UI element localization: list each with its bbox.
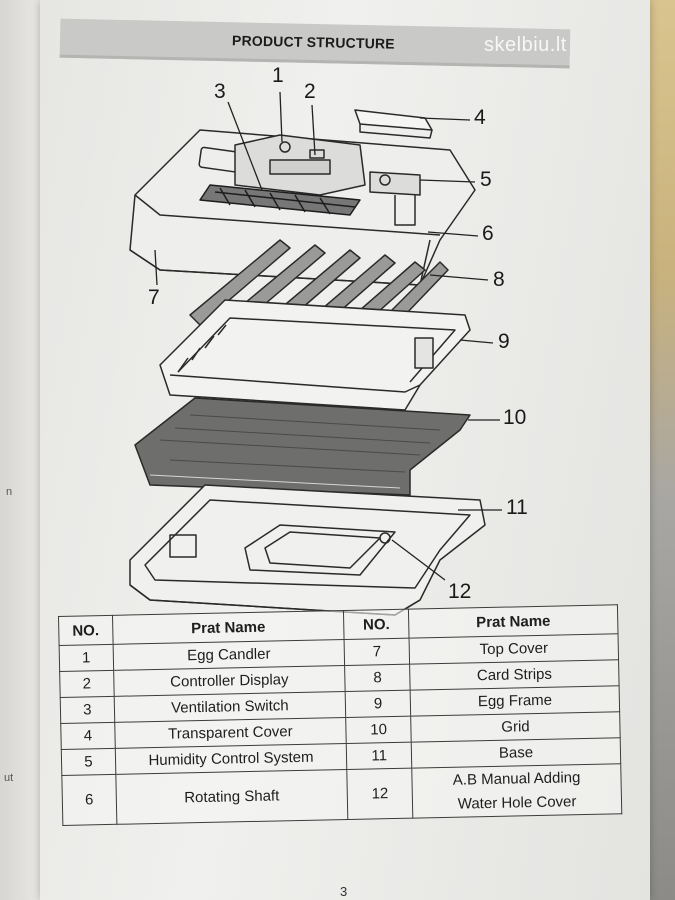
column-header-no: NO. [343, 609, 410, 640]
heater-grid-shape [199, 184, 361, 216]
margin-fragment: ut [4, 772, 14, 784]
callout-4: 4 [474, 106, 486, 129]
part-name: Rotating Shaft [115, 769, 348, 825]
callout-12: 12 [448, 580, 472, 603]
controller-shape [234, 134, 366, 196]
exploded-diagram [129, 91, 502, 616]
part-number: 9 [345, 690, 411, 718]
part-number: 5 [61, 748, 116, 776]
humidity-control-shape [369, 171, 421, 226]
part-name: A.B Manual Adding Water Hole Cover [411, 763, 622, 819]
callout-10: 10 [503, 406, 527, 429]
part-number: 7 [344, 638, 410, 666]
callout-7: 7 [148, 286, 160, 309]
part-number: 12 [346, 768, 413, 820]
background-left [0, 0, 40, 900]
margin-fragment: n [6, 486, 13, 498]
part-number: 11 [346, 742, 412, 770]
callout-1: 1 [272, 64, 284, 87]
egg-frame-shape [159, 299, 471, 411]
part-number: 4 [60, 722, 116, 750]
column-header-part-name: Prat Name [408, 604, 618, 639]
part-number: 6 [61, 774, 117, 826]
part-number: 10 [345, 716, 412, 744]
transparent-cover-shape [354, 109, 433, 139]
callout-8: 8 [493, 268, 505, 291]
watermark: skelbiu.lt [484, 34, 567, 56]
part-number: 8 [344, 664, 411, 692]
callout-3: 3 [214, 80, 226, 103]
callout-6: 6 [482, 222, 494, 245]
base-shape [129, 484, 486, 616]
part-number: 2 [59, 670, 114, 698]
callout-5: 5 [480, 168, 492, 191]
leader-lines [154, 91, 502, 581]
part-number: 1 [59, 644, 114, 672]
column-header-no: NO. [58, 615, 113, 646]
callout-11: 11 [506, 496, 528, 519]
part-name-line-2: Water Hole Cover [457, 792, 577, 813]
callout-2: 2 [304, 80, 316, 103]
callout-9: 9 [498, 330, 510, 353]
part-number: 3 [60, 696, 115, 724]
page-number: 3 [340, 884, 348, 899]
parts-table: NO. Prat Name NO. Prat Name 1 Egg Candle… [58, 604, 623, 826]
grid-shape [134, 397, 471, 496]
